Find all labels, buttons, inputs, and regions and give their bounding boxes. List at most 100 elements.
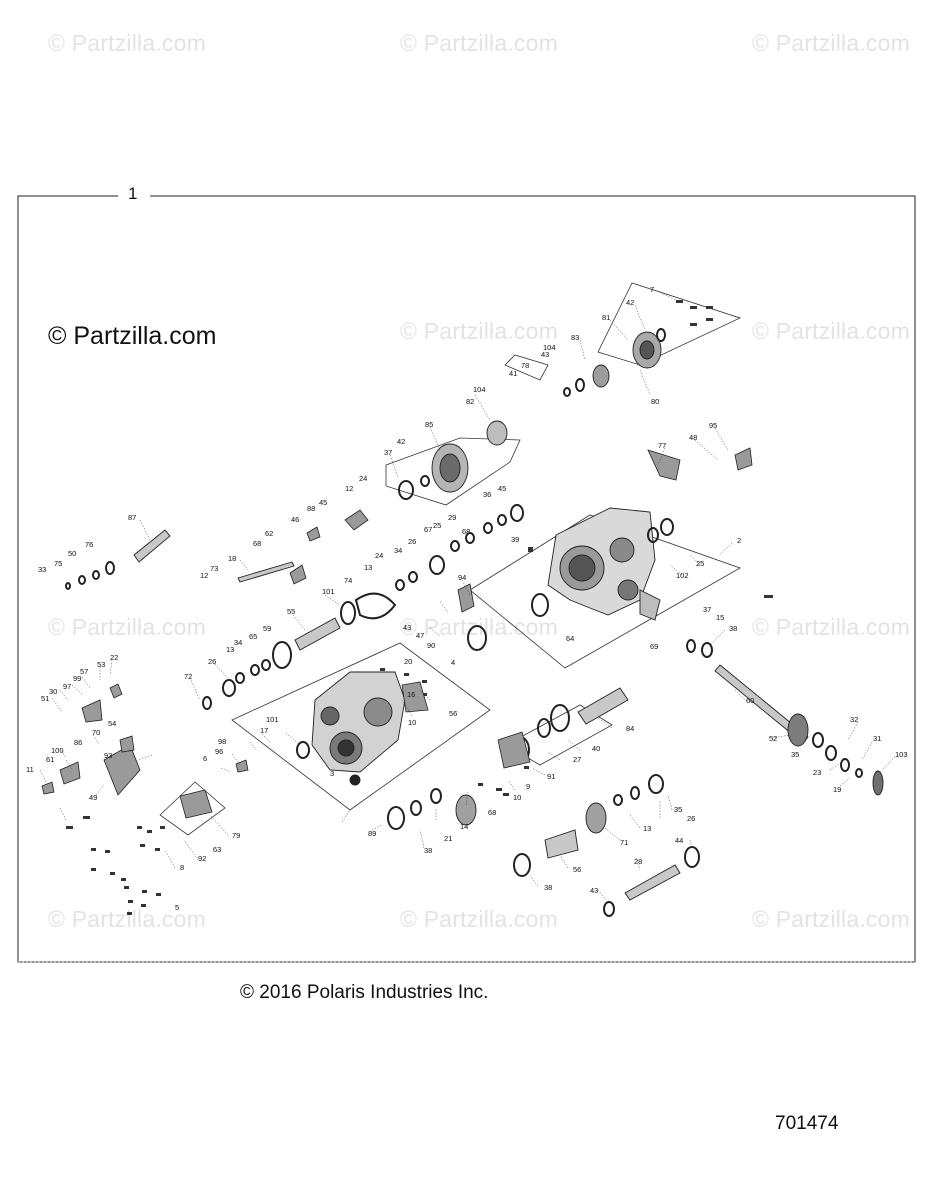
part-callout-number: 91 (547, 772, 555, 781)
part-callout-number: 54 (108, 719, 116, 728)
part-callout-number: 13 (643, 824, 651, 833)
part-callout-number: 4 (451, 658, 455, 667)
part-callout-number: 51 (41, 694, 49, 703)
part-callout-number: 42 (626, 298, 634, 307)
part-callout-number: 99 (73, 674, 81, 683)
transmission-case-lower (311, 671, 406, 786)
part-callout-number: 13 (226, 645, 234, 654)
part-callout-number: 92 (198, 854, 206, 863)
part-callout-number: 76 (85, 540, 93, 549)
part-callout-number: 38 (544, 883, 552, 892)
watermark-text: © Partzilla.com (48, 30, 206, 56)
part-callout-number: 23 (813, 768, 821, 777)
part-callout-number: 82 (466, 397, 474, 406)
leader-lines (39, 289, 896, 901)
watermark-text: © Partzilla.com (400, 318, 558, 344)
part-callout-number: 102 (676, 571, 689, 580)
part-callout-number: 59 (263, 624, 271, 633)
part-callout-number: 75 (54, 559, 62, 568)
part-callout-number: 3 (330, 769, 334, 778)
part-callout-number: 17 (260, 726, 268, 735)
part-callout-number: 90 (427, 641, 435, 650)
part-callout-number: 61 (46, 755, 54, 764)
part-callout-number: 101 (322, 587, 335, 596)
subassembly-box (231, 642, 491, 811)
part-callout-number: 47 (416, 631, 424, 640)
part-callout-number: 55 (287, 607, 295, 616)
shaft (133, 529, 809, 901)
assembly-frame (17, 195, 916, 963)
part-callout-number: 40 (592, 744, 600, 753)
part-callout-number: 98 (218, 737, 226, 746)
part-callout-number: 7 (650, 285, 654, 294)
part-callout-number: 104 (473, 385, 486, 394)
part-callout-number: 9 (526, 782, 530, 791)
part-callout-number: 20 (404, 657, 412, 666)
part-callout-number: 34 (394, 546, 402, 555)
part-callout-number: 71 (620, 838, 628, 847)
watermark-text: © Partzilla.com (752, 906, 910, 932)
part-callout-number: 2 (737, 536, 741, 545)
part-callout-number: 8 (180, 863, 184, 872)
part-callout-number: 77 (658, 441, 666, 450)
subassembly-box (469, 514, 741, 669)
part-callout-number: 22 (110, 653, 118, 662)
part-callout-number: 49 (89, 793, 97, 802)
part-callout-number: 34 (234, 638, 242, 647)
part-callout-number: 45 (319, 498, 327, 507)
part-callout-number: 65 (249, 632, 257, 641)
part-callout-number: 70 (92, 728, 100, 737)
part-callout-number: 63 (213, 845, 221, 854)
part-callout-number: 100 (51, 746, 64, 755)
part-callout-number: 35 (674, 805, 682, 814)
part-callout-number: 26 (408, 537, 416, 546)
part-callout-number: 14 (460, 822, 468, 831)
part-callout-number: 95 (709, 421, 717, 430)
transmission-case-upper (547, 507, 661, 621)
part-callout-number: 41 (509, 369, 517, 378)
part-callout-number: 37 (703, 605, 711, 614)
subassembly-box (597, 282, 742, 366)
part-callout-number: 13 (364, 563, 372, 572)
part-callout-number: 10 (513, 793, 521, 802)
part-callout-number: 79 (232, 831, 240, 840)
watermark-text: © Partzilla.com (48, 614, 206, 640)
part-callout-number: 50 (68, 549, 76, 558)
part-callout-number: 10 (408, 718, 416, 727)
part-callout-number: 38 (424, 846, 432, 855)
part-callout-number: 29 (448, 513, 456, 522)
part-callout-number: 43 (590, 886, 598, 895)
part-callout-number: 101 (266, 715, 279, 724)
part-callout-number: 73 (210, 564, 218, 573)
part-callout-number: 67 (424, 525, 432, 534)
watermark-text: © Partzilla.com (752, 614, 910, 640)
part-callout-number: 48 (689, 433, 697, 442)
part-callout-number: 56 (449, 709, 457, 718)
part-callout-number: 28 (634, 857, 642, 866)
part-callout-number: 93 (104, 751, 112, 760)
part-callout-number: 53 (97, 660, 105, 669)
part-callout-number: 33 (38, 565, 46, 574)
part-callout-number: 24 (359, 474, 367, 483)
part-callout-number: 45 (498, 484, 506, 493)
drive-chain (354, 592, 397, 620)
part-callout-number: 25 (696, 559, 704, 568)
watermark-text: © Partzilla.com (400, 906, 558, 932)
part-callout-number: 57 (80, 667, 88, 676)
part-callout-number: 68 (488, 808, 496, 817)
part-callout-number: 37 (384, 448, 392, 457)
part-callout-number: 68 (462, 527, 470, 536)
diagram-part-number: 701474 (775, 1113, 839, 1134)
part-callout-number: 5 (175, 903, 179, 912)
part-callout-number: 25 (433, 521, 441, 530)
part-callout-number: 96 (215, 747, 223, 756)
part-callout-number: 11 (26, 765, 34, 774)
part-callout-number: 24 (375, 551, 383, 560)
subassembly-box (504, 354, 549, 381)
part-callout-number: 43 (403, 623, 411, 632)
subassembly-box (385, 437, 521, 506)
part-callout-number: 64 (566, 634, 574, 643)
part-callout-number: 84 (626, 724, 634, 733)
callout-number-set: 7428183104437841801048285423795487724124… (26, 285, 908, 912)
